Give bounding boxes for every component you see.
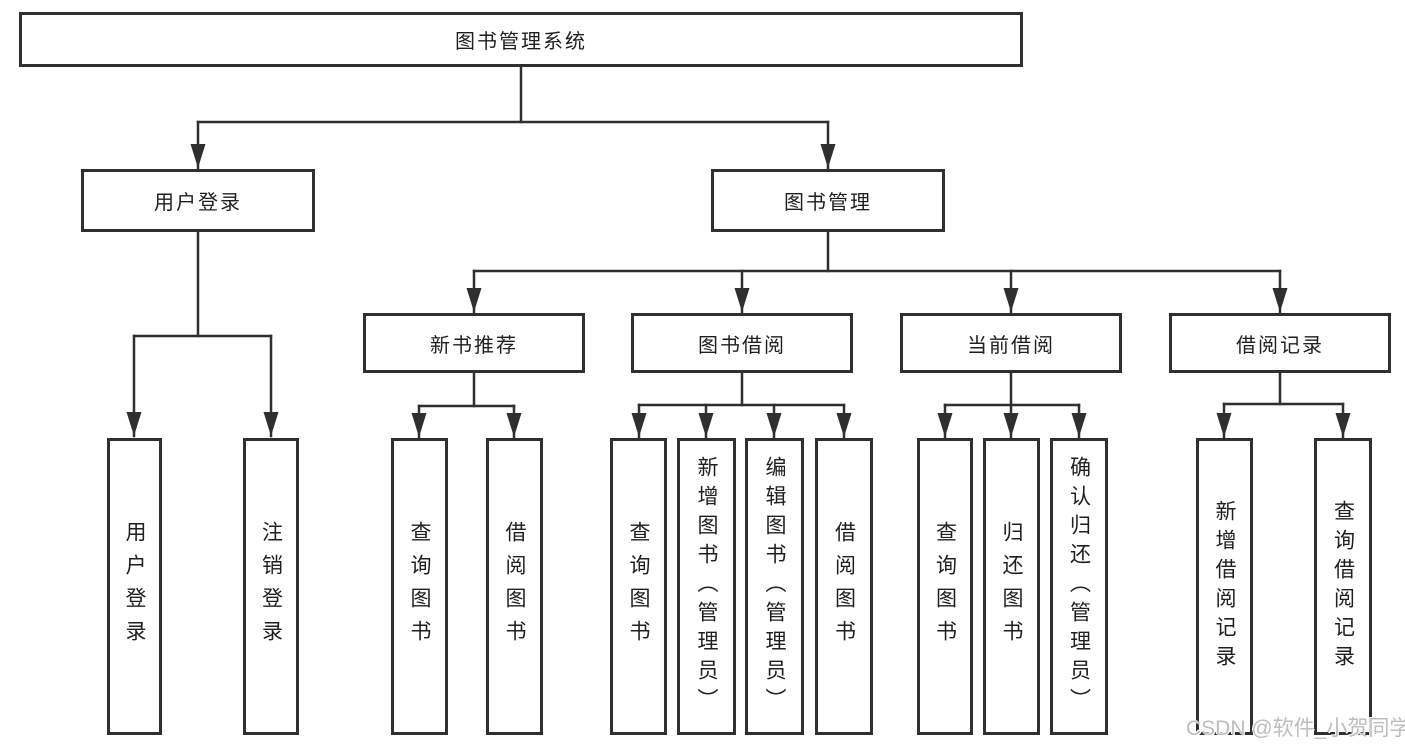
node-current-borrow-label: 当前借阅 xyxy=(967,334,1055,357)
node-new-book-recommend-label: 新书推荐 xyxy=(430,334,518,357)
leaf-borrow-query-books: 查询图书 xyxy=(610,438,667,735)
leaf-add-books-admin: 新增图书（管理员） xyxy=(677,438,736,735)
leaf-query-borrow-record-label: 查询借阅记录 xyxy=(1331,499,1355,674)
leaf-user-login: 用户登录 xyxy=(107,438,162,735)
node-book-borrow-label: 图书借阅 xyxy=(698,334,786,357)
leaf-edit-books-admin-label: 编辑图书（管理员） xyxy=(763,456,786,717)
node-book-borrow: 图书借阅 xyxy=(631,313,853,373)
leaf-add-borrow-record: 新增借阅记录 xyxy=(1196,438,1253,735)
node-new-book-recommend: 新书推荐 xyxy=(363,313,585,373)
leaf-confirm-return-admin-label: 确认归还（管理员） xyxy=(1067,456,1091,717)
leaf-current-query-books: 查询图书 xyxy=(917,438,973,735)
leaf-add-borrow-record-label: 新增借阅记录 xyxy=(1213,499,1236,674)
leaf-recommend-query-books-label: 查询图书 xyxy=(408,520,431,653)
leaf-borrow-books-label: 借阅图书 xyxy=(832,520,856,653)
leaf-confirm-return-admin: 确认归还（管理员） xyxy=(1050,438,1108,735)
leaf-logout-label: 注销登录 xyxy=(259,520,283,653)
node-current-borrow: 当前借阅 xyxy=(900,313,1122,373)
node-user-login-label: 用户登录 xyxy=(154,192,242,214)
leaf-recommend-query-books: 查询图书 xyxy=(391,438,448,735)
leaf-recommend-borrow-books: 借阅图书 xyxy=(486,438,543,735)
leaf-recommend-borrow-books-label: 借阅图书 xyxy=(503,520,526,653)
leaf-return-books: 归还图书 xyxy=(983,438,1040,735)
node-user-login: 用户登录 xyxy=(81,169,315,232)
node-book-management-label: 图书管理 xyxy=(784,192,872,214)
leaf-query-borrow-record: 查询借阅记录 xyxy=(1314,438,1372,735)
node-borrow-records: 借阅记录 xyxy=(1169,313,1391,373)
leaf-edit-books-admin: 编辑图书（管理员） xyxy=(745,438,804,735)
leaf-current-query-books-label: 查询图书 xyxy=(933,520,957,653)
leaf-user-login-label: 用户登录 xyxy=(123,520,146,653)
watermark: CSDN @软件_小贺同学 xyxy=(1186,717,1405,740)
node-borrow-records-label: 借阅记录 xyxy=(1236,334,1324,357)
leaf-borrow-books: 借阅图书 xyxy=(815,438,873,735)
node-book-management: 图书管理 xyxy=(711,169,945,232)
leaf-borrow-query-books-label: 查询图书 xyxy=(627,520,650,653)
leaf-return-books-label: 归还图书 xyxy=(1000,520,1023,653)
node-book-management-system: 图书管理系统 xyxy=(19,12,1023,67)
leaf-logout: 注销登录 xyxy=(243,438,299,735)
node-book-management-system-label: 图书管理系统 xyxy=(455,31,587,53)
leaf-add-books-admin-label: 新增图书（管理员） xyxy=(695,456,718,717)
